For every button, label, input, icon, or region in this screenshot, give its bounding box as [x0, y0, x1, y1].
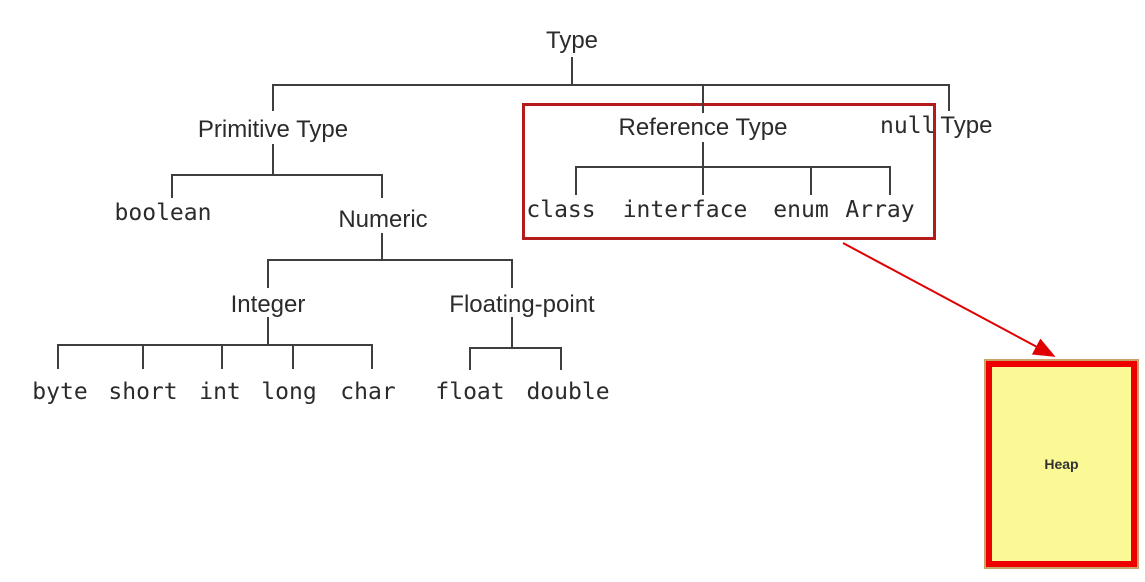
connector-line — [171, 175, 173, 198]
connector-line — [511, 317, 513, 349]
connector-line — [889, 167, 891, 195]
node-boolean: boolean — [114, 200, 212, 226]
connector-line — [702, 167, 704, 195]
connector-line — [221, 345, 223, 369]
connector-line — [267, 317, 269, 346]
connector-line — [371, 345, 373, 369]
connector-line — [267, 259, 513, 261]
null-type-suffix: Type — [940, 112, 993, 139]
leaf-float: float — [435, 379, 505, 405]
leaf-short: short — [108, 379, 178, 405]
connector-line — [571, 57, 573, 85]
null-keyword: null — [880, 113, 936, 139]
node-type: Type — [545, 27, 599, 54]
connector-line — [272, 84, 950, 86]
connector-line — [575, 167, 577, 195]
leaf-byte: byte — [32, 379, 88, 405]
heap-label: Heap — [1044, 456, 1079, 472]
leaf-array: Array — [845, 197, 915, 223]
node-reference-type: Reference Type — [618, 114, 788, 141]
connector-line — [948, 85, 950, 111]
node-numeric: Numeric — [338, 206, 428, 233]
leaf-interface: interface — [622, 197, 748, 223]
connector-line — [142, 345, 144, 369]
connector-line — [560, 348, 562, 370]
connector-line — [810, 167, 812, 195]
node-integer: Integer — [230, 291, 306, 318]
connector-line — [469, 347, 562, 349]
connector-line — [575, 166, 891, 168]
heap-box: Heap — [986, 361, 1137, 567]
connector-line — [272, 144, 274, 176]
node-primitive-type: Primitive Type — [197, 116, 349, 143]
connector-line — [272, 85, 274, 111]
connector-line — [267, 260, 269, 288]
connector-line — [57, 344, 373, 346]
connector-line — [702, 85, 704, 113]
reference-type-highlight-box — [522, 103, 936, 240]
leaf-class: class — [526, 197, 596, 223]
leaf-enum: enum — [773, 197, 829, 223]
leaf-char: char — [340, 379, 396, 405]
connector-line — [469, 348, 471, 370]
leaf-double: double — [526, 379, 610, 405]
connector-line — [702, 142, 704, 168]
leaf-long: long — [261, 379, 317, 405]
connector-line — [171, 174, 383, 176]
connector-line — [381, 175, 383, 198]
arrow-line — [842, 242, 1056, 357]
connector-line — [57, 345, 59, 369]
connector-line — [511, 260, 513, 288]
connector-line — [381, 233, 383, 261]
leaf-int: int — [199, 379, 241, 405]
connector-line — [292, 345, 294, 369]
node-floating-point: Floating-point — [449, 291, 595, 318]
